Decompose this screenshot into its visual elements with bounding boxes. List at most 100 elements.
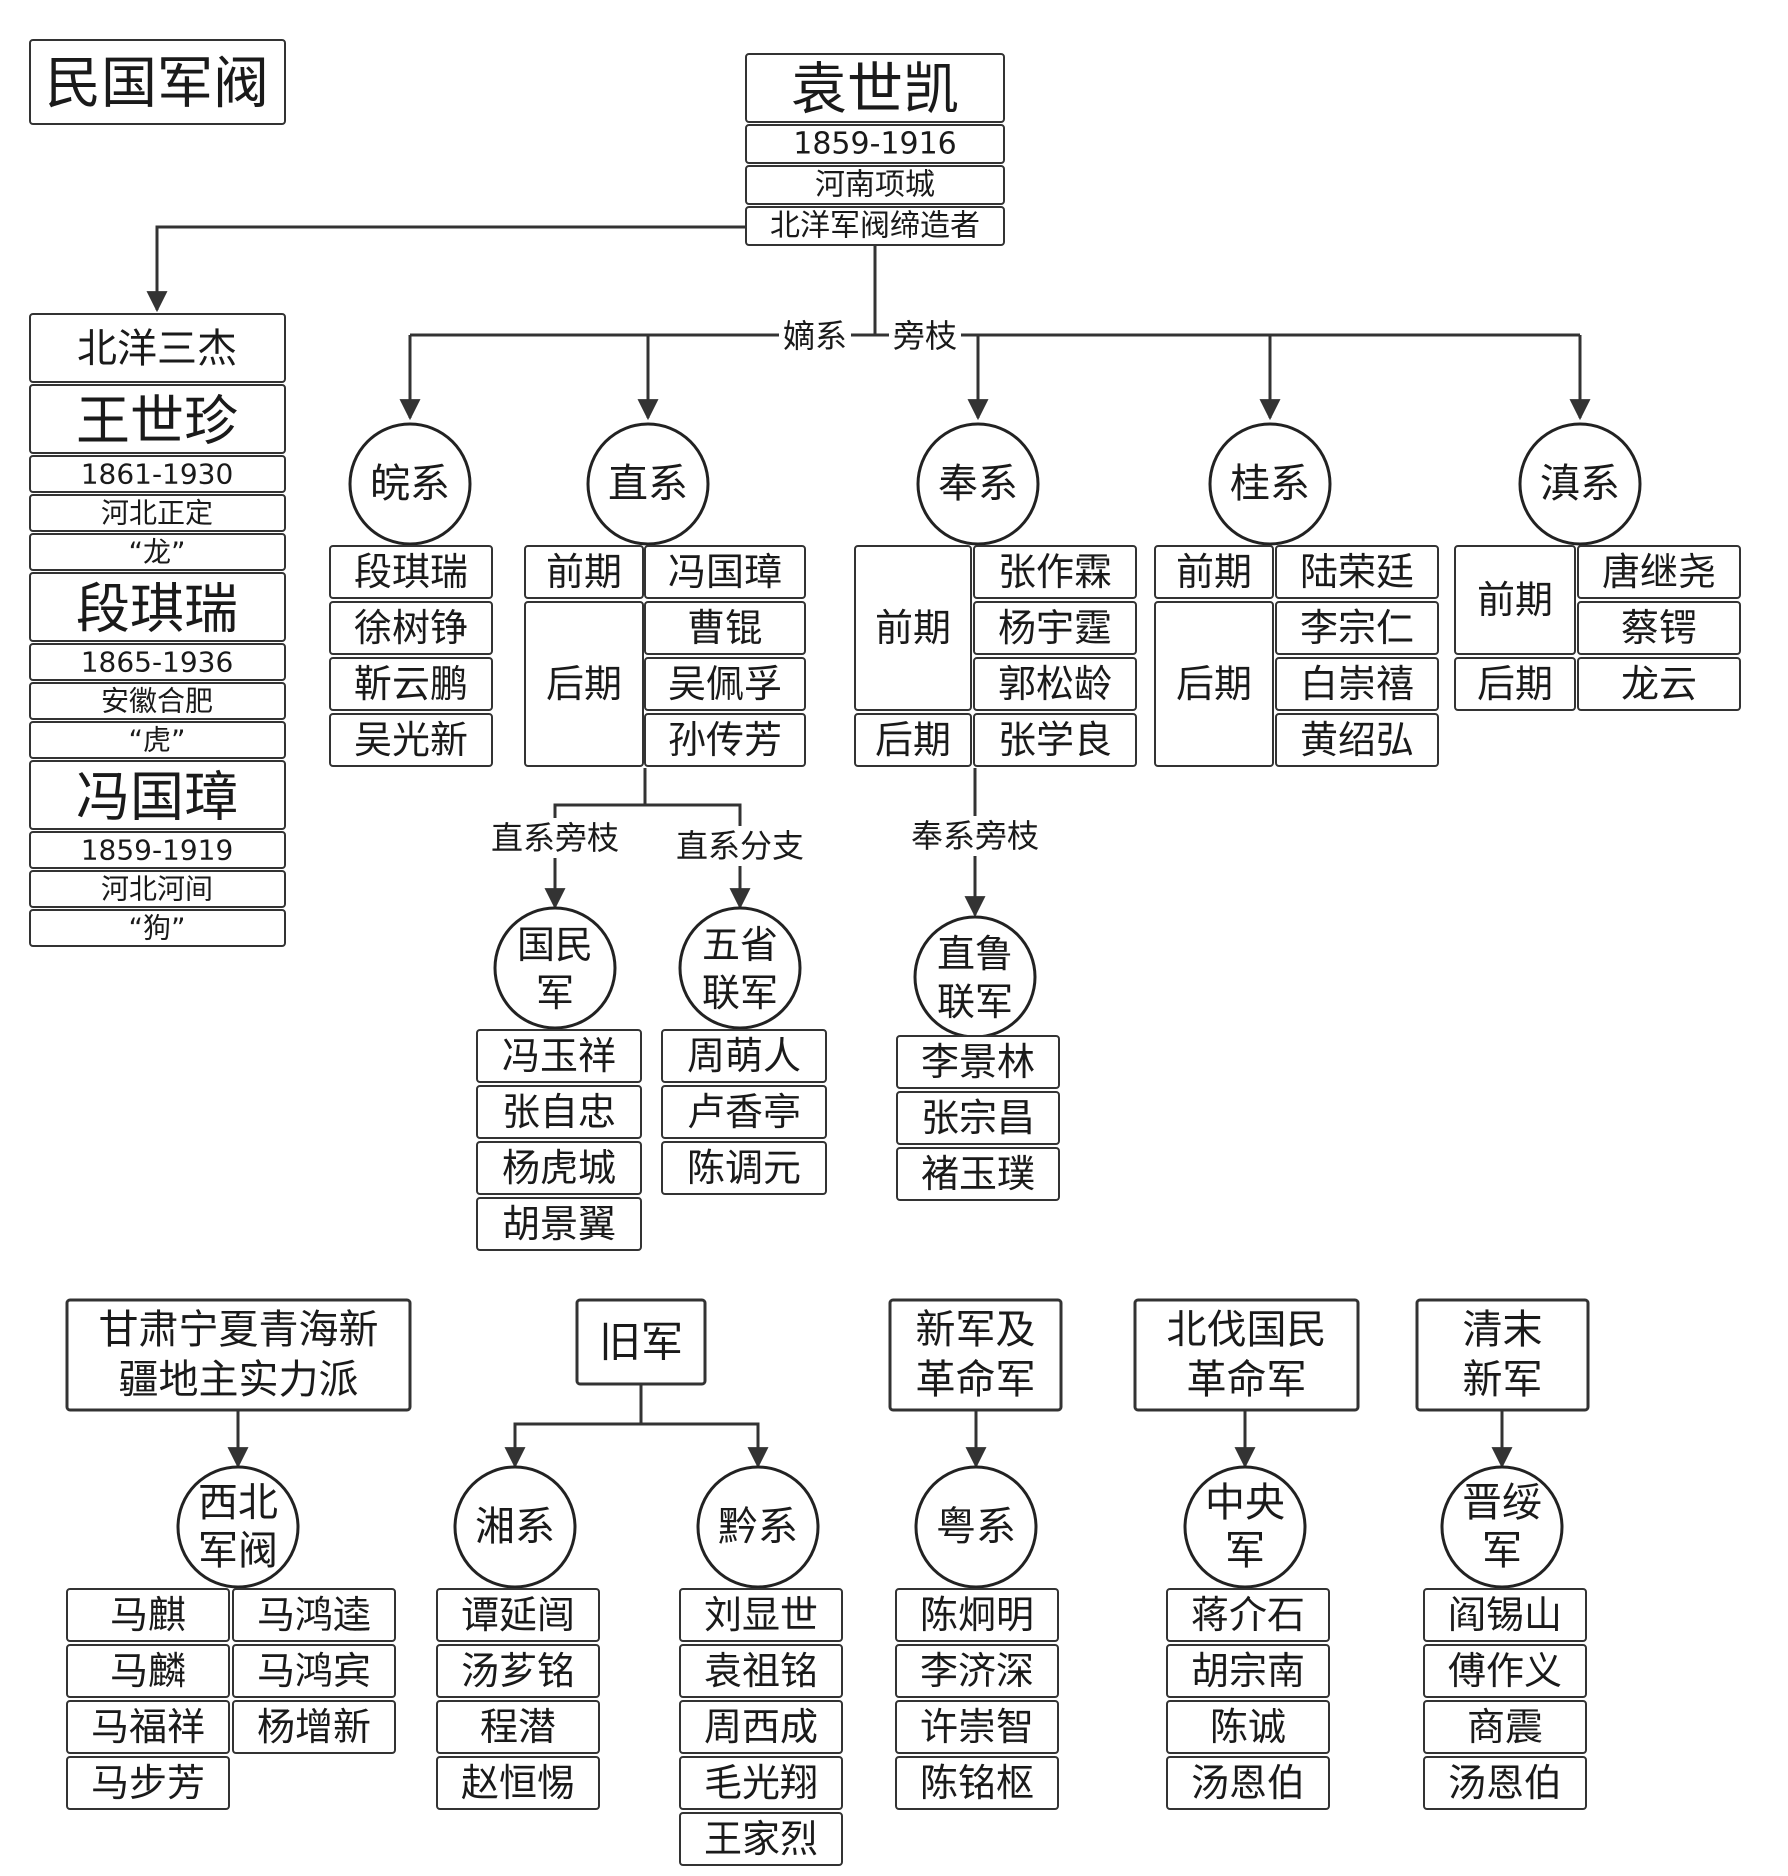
zhilu-member-label: 张宗昌 — [921, 1096, 1035, 1140]
northwest-member-label: 马鸿逵 — [257, 1593, 371, 1637]
subfaction-name-2-guominjun: 军 — [536, 971, 574, 1015]
sanjie-place: 河北河间 — [101, 873, 213, 906]
zhilu-member-label: 李景林 — [921, 1040, 1035, 1084]
xiang-node-label: 湘系 — [475, 1504, 555, 1550]
diagram-shapes — [29, 39, 1741, 1866]
new-army-header-line2: 革命军 — [916, 1357, 1036, 1403]
guominjun-member-label: 冯玉祥 — [502, 1034, 616, 1078]
wan-member — [329, 545, 493, 599]
wusheng-member — [661, 1141, 827, 1195]
sanjie-nick: “虎” — [128, 724, 185, 757]
northwest-member — [66, 1700, 230, 1754]
northwest-member-label: 马麒 — [110, 1593, 186, 1637]
northwest-member — [232, 1644, 396, 1698]
guominjun-member-label: 胡景翼 — [502, 1202, 616, 1246]
qing-header-line2: 新军 — [1463, 1357, 1543, 1403]
northwest-node-line2: 军阀 — [198, 1528, 278, 1574]
sanjie-name: 冯国璋 — [76, 766, 238, 829]
sanjie-name-box — [29, 384, 286, 454]
jinsui-member — [1423, 1644, 1587, 1698]
central-army-node — [1183, 1465, 1307, 1589]
northwest-member — [232, 1700, 396, 1754]
qian-member-label: 王家烈 — [704, 1817, 818, 1861]
dian-late-label-label: 后期 — [1477, 662, 1553, 706]
qian-member-label: 周西成 — [704, 1705, 818, 1749]
root-place-label: 河南项城 — [815, 168, 935, 203]
yue-member-label: 李济深 — [920, 1649, 1034, 1693]
gui-late-member — [1275, 601, 1439, 655]
xiang-member — [436, 1700, 600, 1754]
jinsui-node-line1: 晋绥 — [1462, 1480, 1542, 1526]
feng-late-member — [973, 713, 1137, 767]
faction-circle-dian — [1518, 422, 1642, 546]
sanjie-name-box — [29, 572, 286, 642]
gui-late-label-label: 后期 — [1176, 662, 1252, 706]
zhi-late-member-label: 孙传芳 — [668, 718, 782, 762]
zhi-early-label — [524, 545, 644, 599]
northwest-member — [66, 1644, 230, 1698]
edge-label-main: 嫡系 — [783, 317, 847, 355]
subfaction-name-2-zhilu: 联军 — [937, 980, 1013, 1024]
zhilu-member — [896, 1035, 1060, 1089]
wan-member — [329, 601, 493, 655]
qian-member — [679, 1700, 843, 1754]
gui-early-label-label: 前期 — [1176, 550, 1252, 594]
sanjie-place: 安徽合肥 — [101, 685, 213, 718]
subfaction-name-1-guominjun: 国民 — [517, 923, 593, 967]
northern-header-box — [1133, 1298, 1360, 1412]
faction-name-dian: 滇系 — [1540, 461, 1620, 507]
edge-label-zhi-branch: 直系分支 — [676, 827, 804, 865]
edge-label-main-bg — [779, 316, 851, 356]
central-army-member — [1166, 1644, 1330, 1698]
sanjie-years-box — [29, 831, 286, 869]
sanjie-years: 1861-1930 — [81, 458, 234, 491]
xiang-member-label: 汤芗铭 — [461, 1649, 575, 1693]
sanjie-place-box — [29, 494, 286, 532]
sanjie-place-box — [29, 682, 286, 720]
xiang-member-label: 赵恒惕 — [461, 1761, 575, 1805]
wusheng-member-label: 陈调元 — [687, 1146, 801, 1190]
sanjie-years: 1865-1936 — [81, 646, 234, 679]
zhi-early-member-label: 冯国璋 — [668, 550, 782, 594]
xiang-member — [436, 1588, 600, 1642]
root-years — [745, 124, 1005, 164]
sanjie-name: 王世珍 — [76, 390, 238, 453]
faction-circle-gui — [1208, 422, 1332, 546]
yue-member — [895, 1756, 1059, 1810]
dian-early-member-label: 蔡锷 — [1621, 606, 1697, 650]
zhi-late-member — [644, 713, 806, 767]
xiang-member — [436, 1644, 600, 1698]
sanjie-nick-box — [29, 533, 286, 571]
qian-member-label: 袁祖铭 — [704, 1649, 818, 1693]
wan-member-label: 吴光新 — [354, 718, 468, 762]
yue-member — [895, 1588, 1059, 1642]
new-army-header-box — [888, 1298, 1063, 1412]
jinsui-member-label: 商震 — [1467, 1705, 1543, 1749]
faction-name-wan: 皖系 — [370, 461, 450, 507]
old-army-header-box — [575, 1298, 707, 1386]
subfaction-circle-guominjun — [493, 906, 617, 1030]
zhi-late-label-label: 后期 — [546, 662, 622, 706]
gui-early-member — [1275, 545, 1439, 599]
northwest-member-label: 马麟 — [110, 1649, 186, 1693]
xiang-member — [436, 1756, 600, 1810]
gui-late-member-label: 黄绍弘 — [1300, 718, 1414, 762]
dian-late-member — [1577, 657, 1741, 711]
central-army-member — [1166, 1588, 1330, 1642]
yue-member — [895, 1700, 1059, 1754]
northwest-member-label: 马福祥 — [91, 1705, 205, 1749]
old-army-header: 旧军 — [599, 1318, 683, 1367]
gui-late-member — [1275, 713, 1439, 767]
sanjie-years-box — [29, 455, 286, 493]
sanjie-place-box — [29, 870, 286, 908]
northwest-node-line1: 西北 — [198, 1480, 278, 1526]
dian-late-label — [1454, 657, 1576, 711]
root-name-box — [745, 53, 1005, 123]
edge-label-zhi-side-bg — [487, 818, 623, 858]
root-role — [745, 206, 1005, 246]
gui-late-label — [1154, 601, 1274, 767]
new-army-header-line1: 新军及 — [916, 1307, 1036, 1353]
dian-early-label-label: 前期 — [1477, 578, 1553, 622]
edge-label-zhi-branch-bg — [672, 826, 808, 866]
gui-late-member-label: 白崇禧 — [1300, 662, 1414, 706]
